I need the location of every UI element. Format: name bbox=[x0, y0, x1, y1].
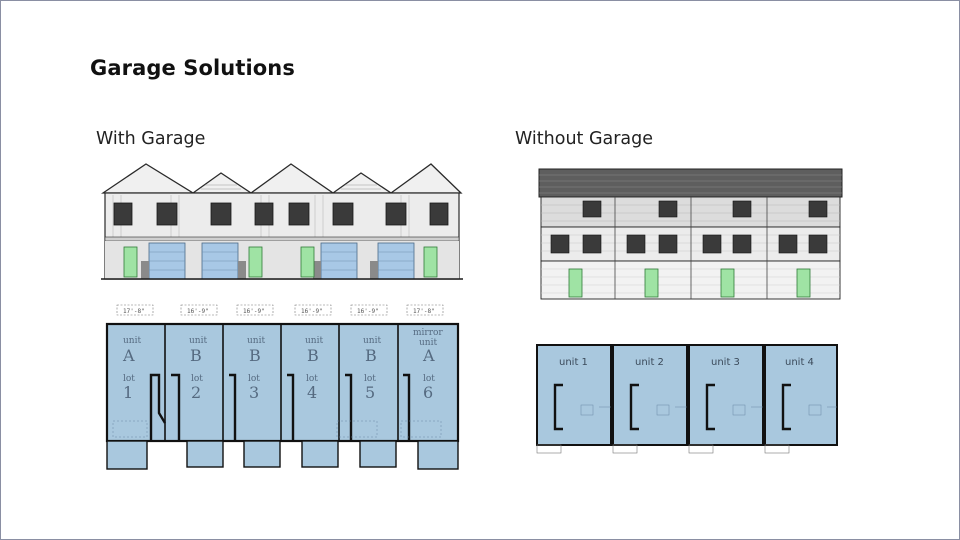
dimension-label: 16'-9" bbox=[243, 308, 265, 315]
lot-word: lot bbox=[123, 374, 135, 384]
slide-title: Garage Solutions bbox=[90, 56, 295, 80]
dimension-label: 16'-9" bbox=[301, 308, 323, 315]
dimension-label: 16'-9" bbox=[187, 308, 209, 315]
unit-label: unit 1 bbox=[559, 357, 588, 368]
mirror-word: mirror bbox=[413, 328, 443, 338]
with-garage-caption: With Garage bbox=[96, 129, 206, 149]
unit-word: unit bbox=[419, 338, 437, 348]
dimension-label: 17'-8" bbox=[413, 308, 435, 315]
dimension-label: 17'-8" bbox=[123, 308, 145, 315]
lot-number: 3 bbox=[249, 383, 259, 402]
without-garage-floor-plan: unit 1 unit 2 unit 3 unit 4 bbox=[536, 344, 838, 454]
unit-type: B bbox=[365, 346, 377, 365]
with-garage-elevation bbox=[101, 163, 463, 280]
without-garage-elevation bbox=[538, 168, 843, 300]
unit-word: unit bbox=[123, 336, 141, 346]
with-garage-floor-plan: 17'-8" 16'-9" 16'-9" 16'-9" 16'-9" 17'-8… bbox=[105, 304, 460, 470]
unit-type: B bbox=[249, 346, 261, 365]
unit-word: unit bbox=[189, 336, 207, 346]
lot-word: lot bbox=[306, 374, 318, 384]
unit-label: unit 4 bbox=[785, 357, 814, 368]
unit-word: unit bbox=[305, 336, 323, 346]
lot-word: lot bbox=[191, 374, 203, 384]
unit-type: B bbox=[190, 346, 202, 365]
unit-word: unit bbox=[363, 336, 381, 346]
lot-number: 1 bbox=[123, 383, 133, 402]
without-garage-caption: Without Garage bbox=[515, 129, 654, 149]
unit-label: unit 3 bbox=[711, 357, 740, 368]
lot-number: 6 bbox=[423, 383, 433, 402]
unit-type: B bbox=[307, 346, 319, 365]
lot-number: 4 bbox=[307, 383, 317, 402]
unit-type: A bbox=[422, 346, 435, 365]
lot-number: 5 bbox=[365, 383, 375, 402]
unit-label: unit 2 bbox=[635, 357, 664, 368]
unit-word: unit bbox=[247, 336, 265, 346]
dimension-label: 16'-9" bbox=[357, 308, 379, 315]
lot-number: 2 bbox=[191, 383, 201, 402]
lot-word: lot bbox=[423, 374, 435, 384]
lot-word: lot bbox=[248, 374, 260, 384]
unit-type: A bbox=[122, 346, 135, 365]
lot-word: lot bbox=[364, 374, 376, 384]
